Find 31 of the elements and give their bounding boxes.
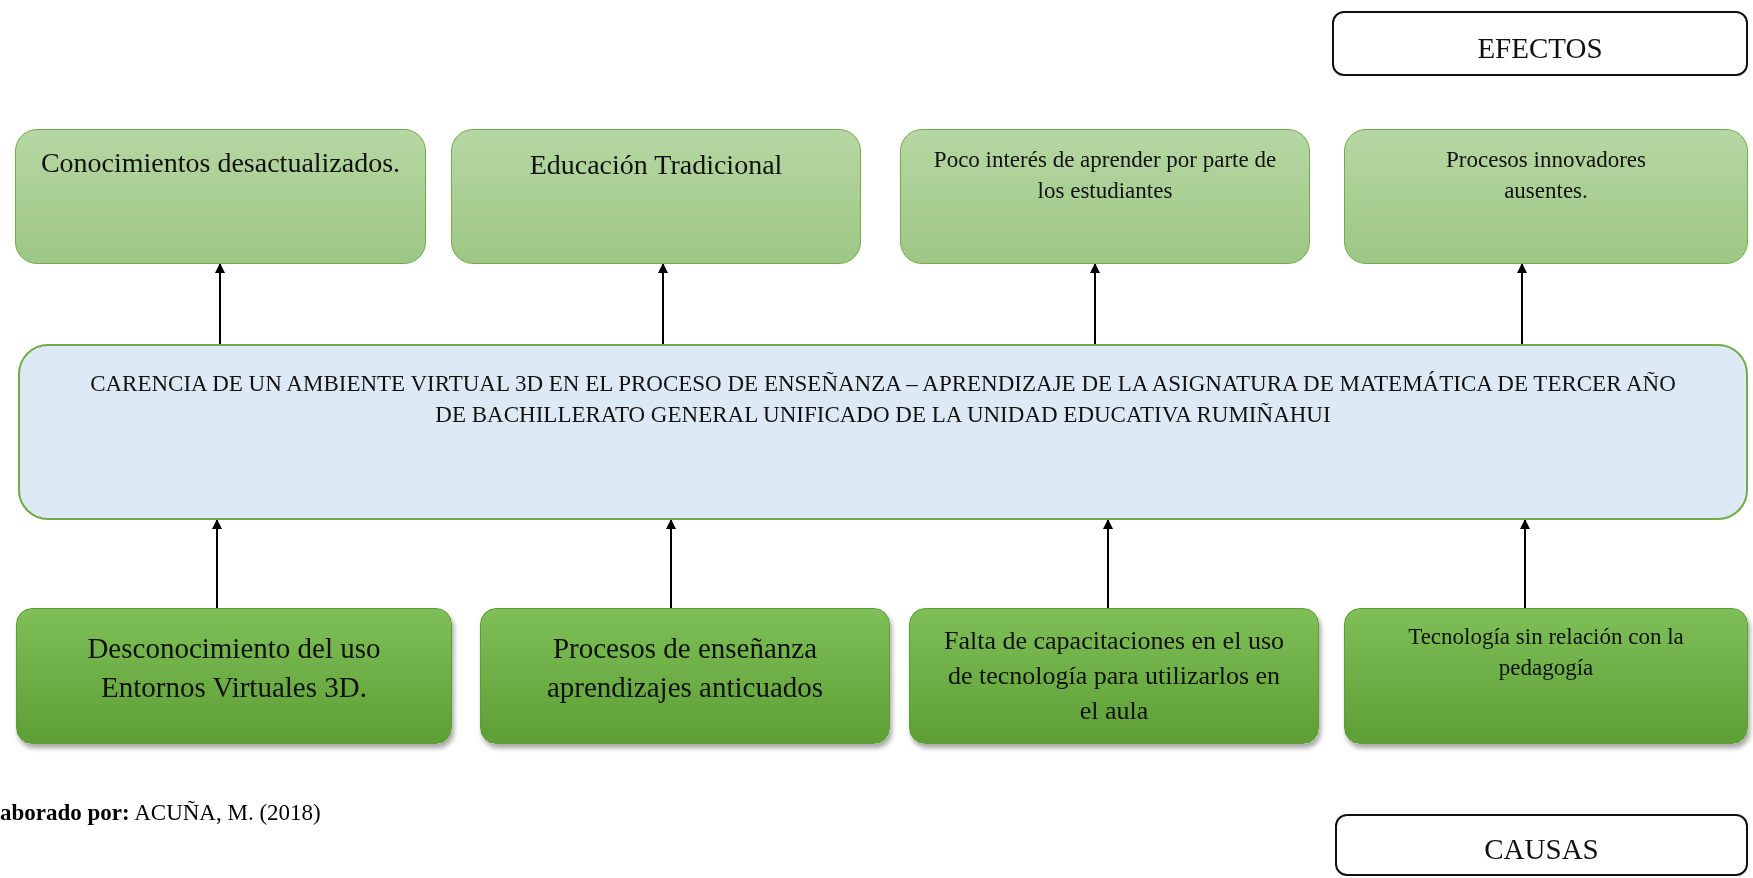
- cause-box: [16, 608, 452, 744]
- effect-box: [1344, 129, 1748, 264]
- section-heading: EFECTOS: [1477, 31, 1603, 66]
- effect-box: [15, 129, 426, 264]
- arrow: [1090, 263, 1100, 345]
- arrow: [215, 263, 225, 345]
- box-text: Poco interés de aprender por parte de los estudiantes: [932, 146, 1278, 206]
- arrow: [658, 263, 668, 345]
- box-text: Procesos de enseñanza aprendizajes anticuados: [545, 631, 825, 706]
- header-box: [1335, 814, 1748, 876]
- effect-box: [900, 129, 1310, 264]
- arrow: [1517, 263, 1527, 345]
- arrow: [666, 519, 676, 609]
- arrow: [212, 519, 222, 609]
- box-text: Falta de capacitaciones en el uso de tecnología para utilizarlos en el aula: [943, 625, 1285, 728]
- section-heading: CAUSAS: [1484, 832, 1599, 867]
- box-text: Desconocimiento del uso Entornos Virtuales 3D.: [86, 631, 382, 706]
- box-text: Conocimientos desactualizados.: [40, 146, 401, 180]
- arrow: [1520, 519, 1530, 609]
- problem-box: [18, 344, 1748, 520]
- effect-box: [451, 129, 861, 264]
- cause-box: [1344, 608, 1748, 744]
- header-box: [1332, 11, 1748, 76]
- box-text: Procesos innovadores ausentes.: [1445, 146, 1647, 206]
- credit-note: aborado por: ACUÑA, M. (2018): [0, 800, 321, 826]
- cause-box: [909, 608, 1319, 744]
- box-text: CARENCIA DE UN AMBIENTE VIRTUAL 3D EN EL PROCESO DE ENSEÑANZA – APRENDIZAJE DE LA ASIGNATURA DE MATEMÁTICA DE TERCER AÑO DE BACHILLERATO GENERAL UNIFICADO DE LA UNIDAD EDUCATIVA RUMIÑAHUI: [89, 370, 1677, 430]
- cause-box: [480, 608, 890, 744]
- box-text: Tecnología sin relación con la pedagogía: [1407, 623, 1685, 683]
- arrow: [1103, 519, 1113, 609]
- box-text: Educación Tradicional: [529, 148, 783, 182]
